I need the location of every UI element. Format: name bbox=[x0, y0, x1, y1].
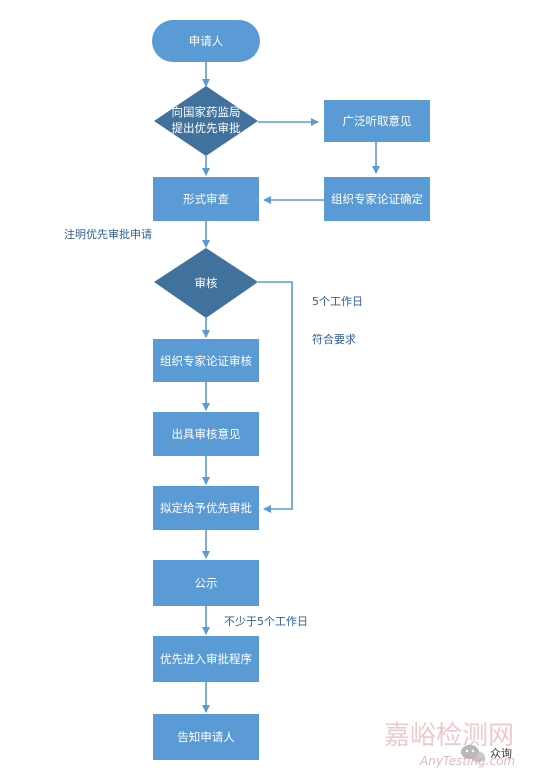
process-shape bbox=[153, 560, 259, 606]
review-label: 审核 bbox=[195, 276, 218, 290]
applicant-label: 申请人 bbox=[189, 34, 224, 48]
expert-confirm-label: 组织专家论证确定 bbox=[331, 192, 423, 206]
propose-priority-label: 拟定给予优先审批 bbox=[160, 501, 252, 515]
note-meets-requirements: 符合要求 bbox=[312, 332, 356, 346]
watermark-site-en: AnyTesting.com bbox=[419, 754, 515, 768]
node-publicity: 公示 bbox=[153, 560, 259, 606]
decision-shape bbox=[154, 248, 258, 318]
submit-label-line2: 提出优先审批 bbox=[172, 121, 241, 135]
watermark-wechat-label: 众询 bbox=[490, 747, 512, 760]
node-enter-priority: 优先进入审批程序 bbox=[153, 636, 259, 682]
wechat-icon bbox=[461, 745, 485, 763]
notify-applicant-label: 告知申请人 bbox=[177, 730, 235, 744]
issue-opinion-label: 出具审核意见 bbox=[172, 427, 241, 441]
node-notify-applicant: 告知申请人 bbox=[153, 714, 259, 760]
node-applicant: 申请人 bbox=[152, 20, 260, 62]
node-expert-review: 组织专家论证审核 bbox=[153, 339, 259, 382]
process-shape bbox=[324, 177, 430, 221]
node-expert-confirm: 组织专家论证确定 bbox=[324, 177, 430, 221]
publicity-label: 公示 bbox=[195, 576, 218, 590]
submit-label-line1: 向国家药监局 bbox=[172, 105, 241, 119]
watermark-site-cn: 嘉峪检测网 bbox=[384, 721, 514, 751]
terminator-shape bbox=[152, 20, 260, 62]
process-shape bbox=[153, 339, 259, 382]
note-mark-priority: 注明优先审批申请 bbox=[64, 227, 152, 241]
note-five-workdays: 5个工作日 bbox=[312, 295, 363, 308]
formal-review-label: 形式审查 bbox=[183, 192, 229, 206]
node-formal-review: 形式审查 bbox=[153, 177, 259, 221]
node-issue-opinion: 出具审核意见 bbox=[153, 412, 259, 456]
decision-shape bbox=[154, 86, 258, 156]
process-shape bbox=[324, 100, 430, 142]
node-submit-decision: 向国家药监局 提出优先审批 bbox=[154, 86, 258, 156]
note-not-less-than-5: 不少于5个工作日 bbox=[224, 615, 308, 628]
process-shape bbox=[153, 636, 259, 682]
process-shape bbox=[153, 486, 259, 530]
arrow-review-to-propose-bypass bbox=[258, 281, 293, 513]
solicit-opinions-label: 广泛听取意见 bbox=[343, 114, 412, 128]
node-propose-priority: 拟定给予优先审批 bbox=[153, 486, 259, 530]
enter-priority-label: 优先进入审批程序 bbox=[160, 652, 252, 666]
process-shape bbox=[153, 177, 259, 221]
node-review-decision: 审核 bbox=[154, 248, 258, 318]
process-shape bbox=[153, 714, 259, 760]
process-shape bbox=[153, 412, 259, 456]
watermark: 嘉峪检测网 众询 AnyTesting.com bbox=[384, 721, 515, 768]
connectors bbox=[202, 62, 380, 713]
expert-review-label: 组织专家论证审核 bbox=[160, 354, 252, 368]
node-solicit-opinions: 广泛听取意见 bbox=[324, 100, 430, 142]
